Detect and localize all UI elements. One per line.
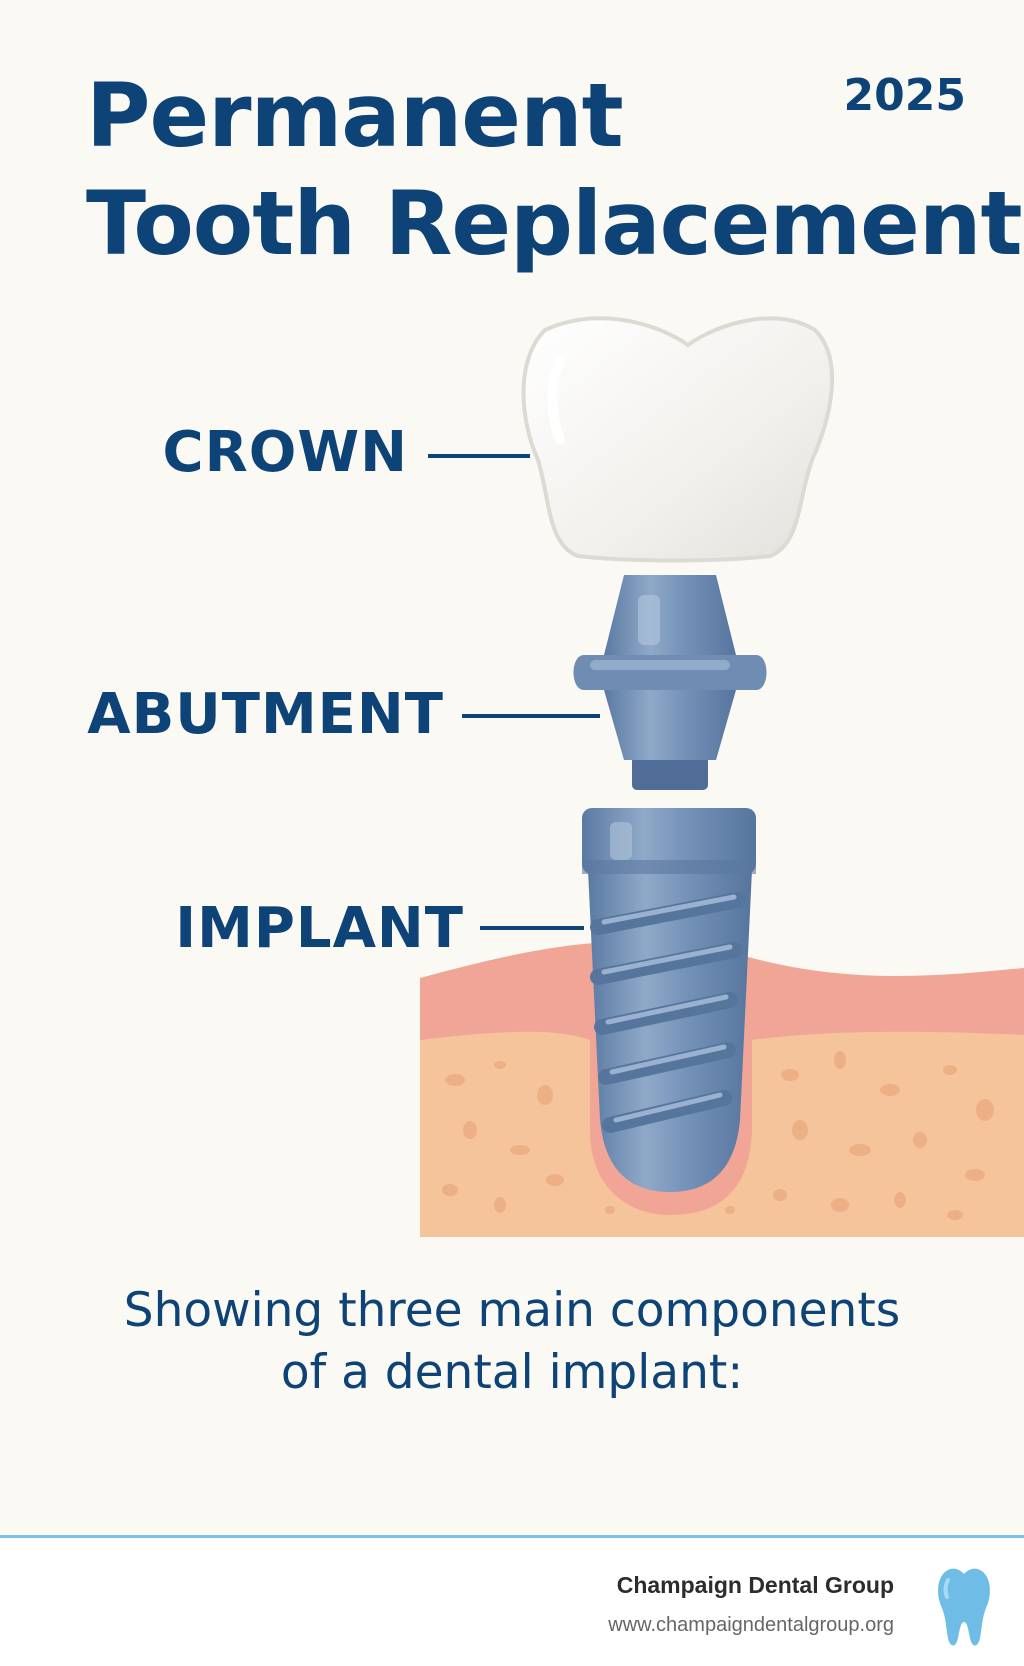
brand-url[interactable]: www.champaigndentalgroup.org: [608, 1614, 894, 1636]
abutment-base: [632, 756, 708, 790]
diagram-caption: Showing three main components of a denta…: [0, 1280, 1024, 1404]
bone-tissue: [420, 1031, 1024, 1237]
caption-line-1: Showing three main components: [123, 1283, 901, 1338]
footer: Champaign Dental Group www.champaigndent…: [0, 1538, 1024, 1666]
brand-name: Champaign Dental Group: [616, 1572, 894, 1598]
tooth-icon: [938, 1568, 990, 1646]
year-badge: 2025: [843, 70, 966, 121]
implant-diagram: [420, 316, 1024, 1237]
implant-label: IMPLANT: [175, 896, 464, 961]
bone-pores: [442, 1051, 994, 1220]
page-title: Permanent Tooth Replacement: [86, 62, 1023, 278]
abutment-upper: [604, 575, 736, 655]
footer-divider: [0, 1535, 1024, 1538]
title-line-1: Permanent: [86, 64, 624, 167]
implant-threads: [590, 892, 746, 1133]
abutment-part: [573, 575, 767, 790]
crown-tooth: [521, 316, 835, 563]
title-line-2: Tooth Replacement: [86, 172, 1023, 275]
caption-line-2: of a dental implant:: [280, 1345, 744, 1400]
crown-label: CROWN: [162, 420, 408, 485]
abutment-lower: [604, 690, 736, 760]
abutment-label: ABUTMENT: [87, 682, 444, 747]
implant-post: [582, 808, 756, 1192]
